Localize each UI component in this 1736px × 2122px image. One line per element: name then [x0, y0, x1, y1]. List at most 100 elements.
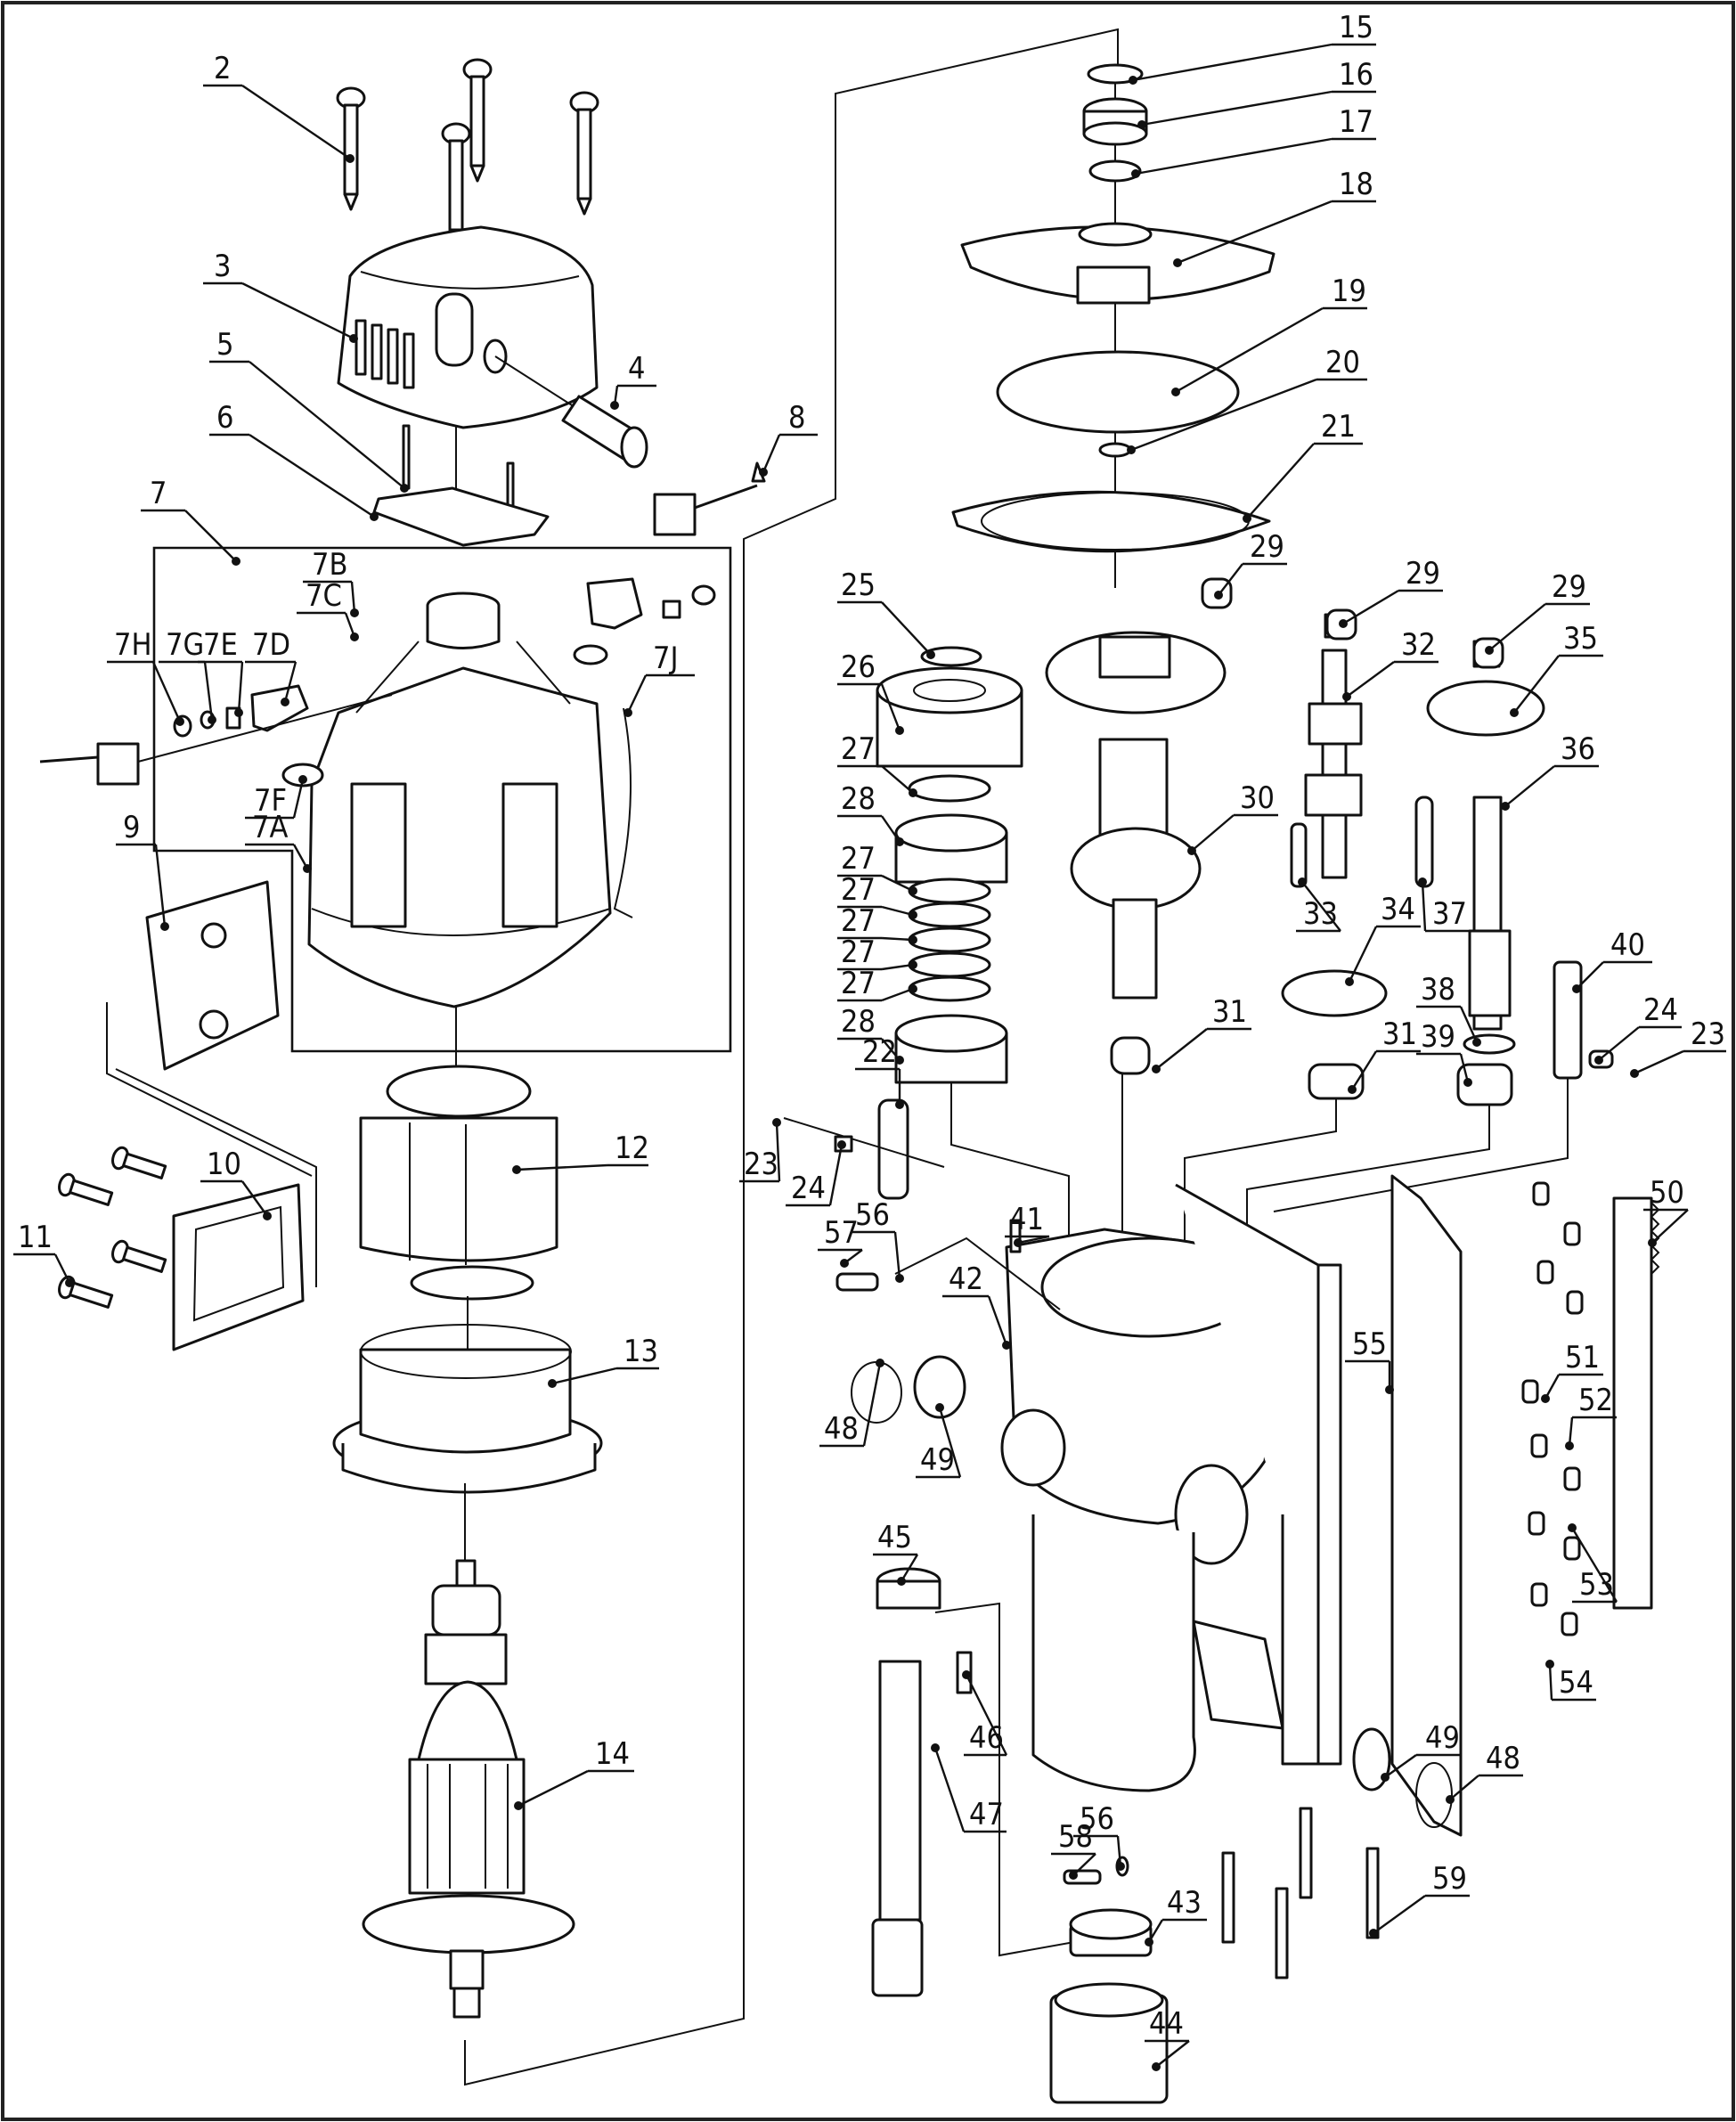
- callout-dot: [1485, 646, 1494, 655]
- callout-leader-line: [1141, 90, 1333, 127]
- callout-leader-line: [350, 581, 356, 614]
- callout-leader-line: [626, 674, 648, 714]
- callout-5: 5: [209, 327, 409, 493]
- part-4-knob: [494, 355, 648, 469]
- callout-48a: 48: [819, 1359, 884, 1448]
- callout-number: 49: [1425, 1720, 1460, 1756]
- callout-53: 53: [1568, 1523, 1618, 1604]
- callout-dot: [1127, 445, 1136, 454]
- callout-29a: 29: [1214, 529, 1287, 600]
- callout-leader-line: [1177, 200, 1333, 265]
- callout-number: 23: [1691, 1016, 1725, 1052]
- callout-leader-line: [965, 1674, 1008, 1756]
- callout-number: 8: [788, 400, 805, 436]
- callout-27b: 27: [837, 841, 917, 895]
- callout-number: 4: [628, 351, 645, 387]
- callout-55: 55: [1345, 1326, 1394, 1394]
- callout-number: 22: [862, 1034, 897, 1070]
- callout-number: 24: [1643, 992, 1678, 1028]
- callout-7: 7: [141, 476, 240, 566]
- callout-number: 58: [1058, 1819, 1093, 1855]
- callout-10: 10: [200, 1147, 272, 1220]
- part-45-47-spindle: [871, 1567, 1125, 1997]
- callout-leader-line: [1634, 1049, 1684, 1075]
- callout-number: 32: [1401, 627, 1436, 663]
- callout-leader-line: [893, 1231, 901, 1279]
- callout-dot: [876, 1359, 884, 1367]
- callout-leader-line: [1576, 961, 1604, 990]
- callout-49b: 49: [1381, 1720, 1461, 1782]
- callout-dot: [935, 1403, 944, 1412]
- callout-41: 41: [1005, 1202, 1050, 1247]
- callout-32: 32: [1342, 627, 1439, 701]
- callout-42: 42: [942, 1261, 1011, 1350]
- callout-leader-line: [1218, 563, 1243, 596]
- callout-leader-line: [881, 963, 914, 971]
- assembly-connector-line: [464, 28, 1119, 2086]
- assembly-7-box: [152, 546, 732, 1053]
- callout-34: 34: [1345, 892, 1421, 986]
- callout-dot: [623, 708, 632, 717]
- callout-7B: 7B: [303, 547, 359, 617]
- callout-7E: 7E: [198, 627, 244, 717]
- callout-leader-line: [241, 282, 355, 340]
- callout-number: 50: [1650, 1175, 1684, 1211]
- callout-leader-line: [1175, 306, 1324, 394]
- callout-leader-line: [1346, 661, 1395, 698]
- callout-dot: [895, 1100, 904, 1109]
- callout-number: 34: [1381, 892, 1415, 927]
- callout-28b: 28: [837, 1004, 904, 1065]
- callout-dot: [175, 717, 184, 726]
- part-12-stator: [359, 1007, 558, 1301]
- callout-dot: [1214, 591, 1223, 600]
- callout-dot: [962, 1670, 971, 1679]
- callout-dot: [1129, 76, 1137, 85]
- callout-dot: [1298, 877, 1307, 886]
- callout-27f: 27: [837, 966, 917, 1002]
- callout-number: 27: [841, 872, 876, 908]
- callout-dot: [1545, 1660, 1554, 1669]
- callout-24b: 24: [786, 1140, 846, 1207]
- callout-7J: 7J: [623, 641, 695, 717]
- callout-number: 55: [1352, 1326, 1387, 1362]
- callout-number: 56: [1080, 1801, 1114, 1837]
- callout-27d: 27: [837, 903, 917, 944]
- callout-15: 15: [1129, 10, 1376, 85]
- callout-number: 12: [615, 1130, 649, 1166]
- callout-25: 25: [837, 567, 935, 659]
- callout-dot: [1446, 1795, 1455, 1804]
- callout-number: 31: [1212, 994, 1247, 1030]
- callout-dot: [909, 910, 917, 919]
- callout-dot: [926, 650, 935, 659]
- callout-number: 3: [214, 249, 231, 284]
- callout-dot: [160, 922, 169, 931]
- callout-leader-line: [283, 661, 297, 703]
- callout-dot: [1463, 1078, 1472, 1087]
- callout-number: 56: [855, 1197, 890, 1233]
- callout-number: 40: [1610, 927, 1645, 963]
- callout-26: 26: [837, 649, 904, 735]
- callout-number: 5: [216, 327, 233, 363]
- callout-23b: 23: [739, 1118, 781, 1183]
- callout-leader-line: [1116, 1835, 1122, 1867]
- callout-leader-line: [1350, 1050, 1378, 1090]
- part-42-gearbox-housing: [950, 1073, 1569, 1792]
- callout-leader-line: [151, 661, 182, 722]
- callout-29b: 29: [1339, 556, 1443, 628]
- callout-14: 14: [514, 1736, 634, 1810]
- callout-dot: [298, 775, 307, 784]
- callout-number: 42: [949, 1261, 983, 1297]
- callout-number: 37: [1432, 896, 1467, 932]
- callout-dot: [281, 698, 289, 706]
- callout-leader-line: [987, 1295, 1008, 1346]
- callout-dot: [1348, 1085, 1357, 1094]
- callout-dot: [1568, 1523, 1577, 1532]
- callout-leader-line: [1459, 1006, 1479, 1043]
- callout-number: 7C: [306, 578, 342, 614]
- callout-19: 19: [1171, 273, 1367, 396]
- callout-leader-line: [1570, 1527, 1618, 1603]
- callout-31a: 31: [1152, 994, 1251, 1073]
- callout-number: 17: [1339, 104, 1373, 140]
- callout-dot: [208, 715, 216, 724]
